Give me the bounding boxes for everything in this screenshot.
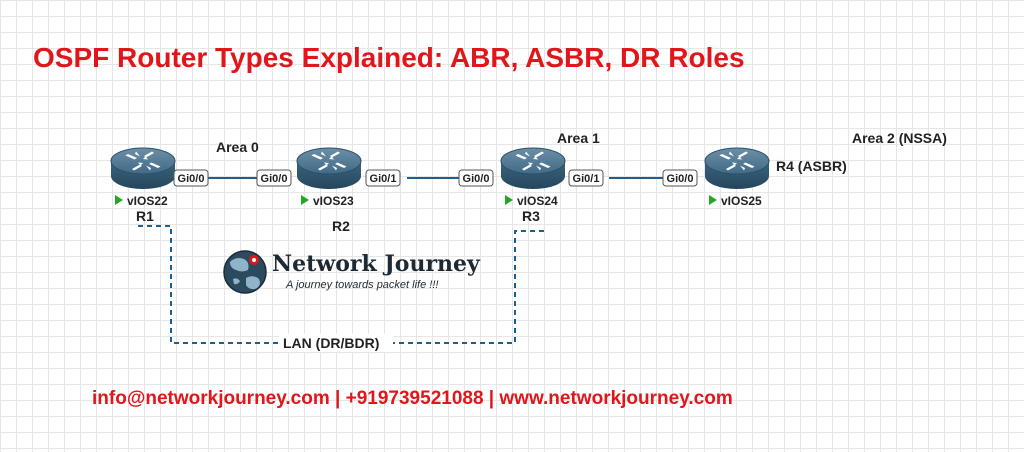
lan-link [138,225,545,344]
router-r1-role: R1 [136,208,154,224]
status-running-icon-r2 [301,195,309,205]
port-r2-gi01[interactable]: Gi0/1 [365,169,401,187]
page-title: OSPF Router Types Explained: ABR, ASBR, … [33,42,745,73]
port-r4-gi00[interactable]: Gi0/0 [662,169,698,187]
area-0-label: Area 0 [216,139,259,155]
port-r1-gi00[interactable]: Gi0/0 [173,169,209,187]
network-journey-logo: Network Journey A journey towards packet… [223,250,481,294]
port-r3-gi01[interactable]: Gi0/1 [568,169,604,187]
port-r4-gi00-label: Gi0/0 [667,173,694,185]
router-r2-host: vIOS23 [313,194,354,208]
router-r4-host: vIOS25 [721,194,762,208]
port-r2-gi00[interactable]: Gi0/0 [256,169,292,187]
lan-label-bg [279,334,393,352]
status-running-icon-r1 [115,195,123,205]
port-r3-gi01-label: Gi0/1 [573,173,600,185]
port-r3-gi00-label: Gi0/0 [463,173,490,185]
logo-tagline: A journey towards packet life !!! [285,279,438,291]
router-r1-host: vIOS22 [127,194,168,208]
contact-info: info@networkjourney.com | +919739521088 … [92,388,733,409]
logo-name: Network Journey [272,251,481,277]
router-icon-r2[interactable] [296,147,362,190]
lan-label: LAN (DR/BDR) [283,335,379,351]
router-r3-host: vIOS24 [517,194,558,208]
port-r3-gi00[interactable]: Gi0/0 [458,169,494,187]
port-r2-gi00-label: Gi0/0 [261,173,288,185]
router-r2-role: R2 [332,218,350,234]
router-icon-r4[interactable] [704,147,770,190]
port-r2-gi01-label: Gi0/1 [370,173,397,185]
router-icon-r3[interactable] [500,147,566,190]
area-1-label: Area 1 [557,130,600,146]
router-r3-role: R3 [522,208,540,224]
router-r4-role: R4 (ASBR) [776,158,847,174]
area-2-label: Area 2 (NSSA) [852,130,947,146]
status-running-icon-r4 [709,195,717,205]
port-r1-gi00-label: Gi0/0 [178,173,205,185]
status-running-icon-r3 [505,195,513,205]
router-icon-r1[interactable] [110,147,176,190]
